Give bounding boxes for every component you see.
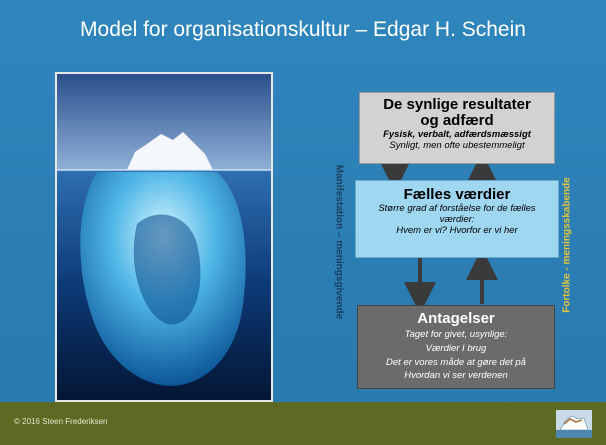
slide-title: Model for organisationskultur – Edgar H.…	[80, 18, 526, 41]
shared-values-line2: værdier:	[439, 214, 475, 225]
visible-results-title-line2: og adfærd	[420, 112, 494, 129]
interpret-label-text: Fortolke - meningsskabende	[561, 177, 573, 313]
shared-values-title: Fælles værdier	[403, 186, 511, 203]
copyright-text: © 2016 Steen Frederiksen	[14, 417, 108, 426]
shared-values-line1: Større grad af forståelse for de fælles	[378, 203, 536, 214]
iceberg-logo-icon	[556, 410, 592, 438]
visible-results-box: De synlige resultater og adfærd Fysisk, …	[359, 92, 555, 164]
interpret-label: Fortolke - meningsskabende	[561, 150, 573, 340]
visible-results-sub-bold: Fysisk, verbalt, adfærdsmæssigt	[383, 129, 531, 140]
manifestation-label-text: Manifestation – meningsgivende	[333, 164, 345, 320]
assumptions-line4: Hvordan vi ser verdenen	[404, 370, 508, 381]
iceberg-illustration	[57, 74, 271, 400]
manifestation-label: Manifestation – meningsgivende	[333, 97, 345, 387]
visible-results-title-line1: De synlige resultater	[383, 96, 531, 113]
footer-bar: © 2016 Steen Frederiksen	[0, 402, 606, 445]
assumptions-box: Antagelser Taget for givet, usynlige: Væ…	[357, 305, 555, 389]
assumptions-line1: Taget for givet, usynlige:	[404, 329, 508, 340]
shared-values-box: Fælles værdier Større grad af forståelse…	[355, 180, 559, 258]
shared-values-line3: Hvem er vi? Hvorfor er vi her	[396, 225, 518, 236]
iceberg-image	[55, 72, 273, 402]
assumptions-line3: Det er vores måde at gøre det på	[386, 357, 526, 368]
assumptions-title: Antagelser	[417, 310, 495, 327]
visible-results-sub: Synligt, men ofte ubestemmeligt	[389, 140, 525, 151]
assumptions-line2: Værdier I brug	[425, 343, 487, 354]
